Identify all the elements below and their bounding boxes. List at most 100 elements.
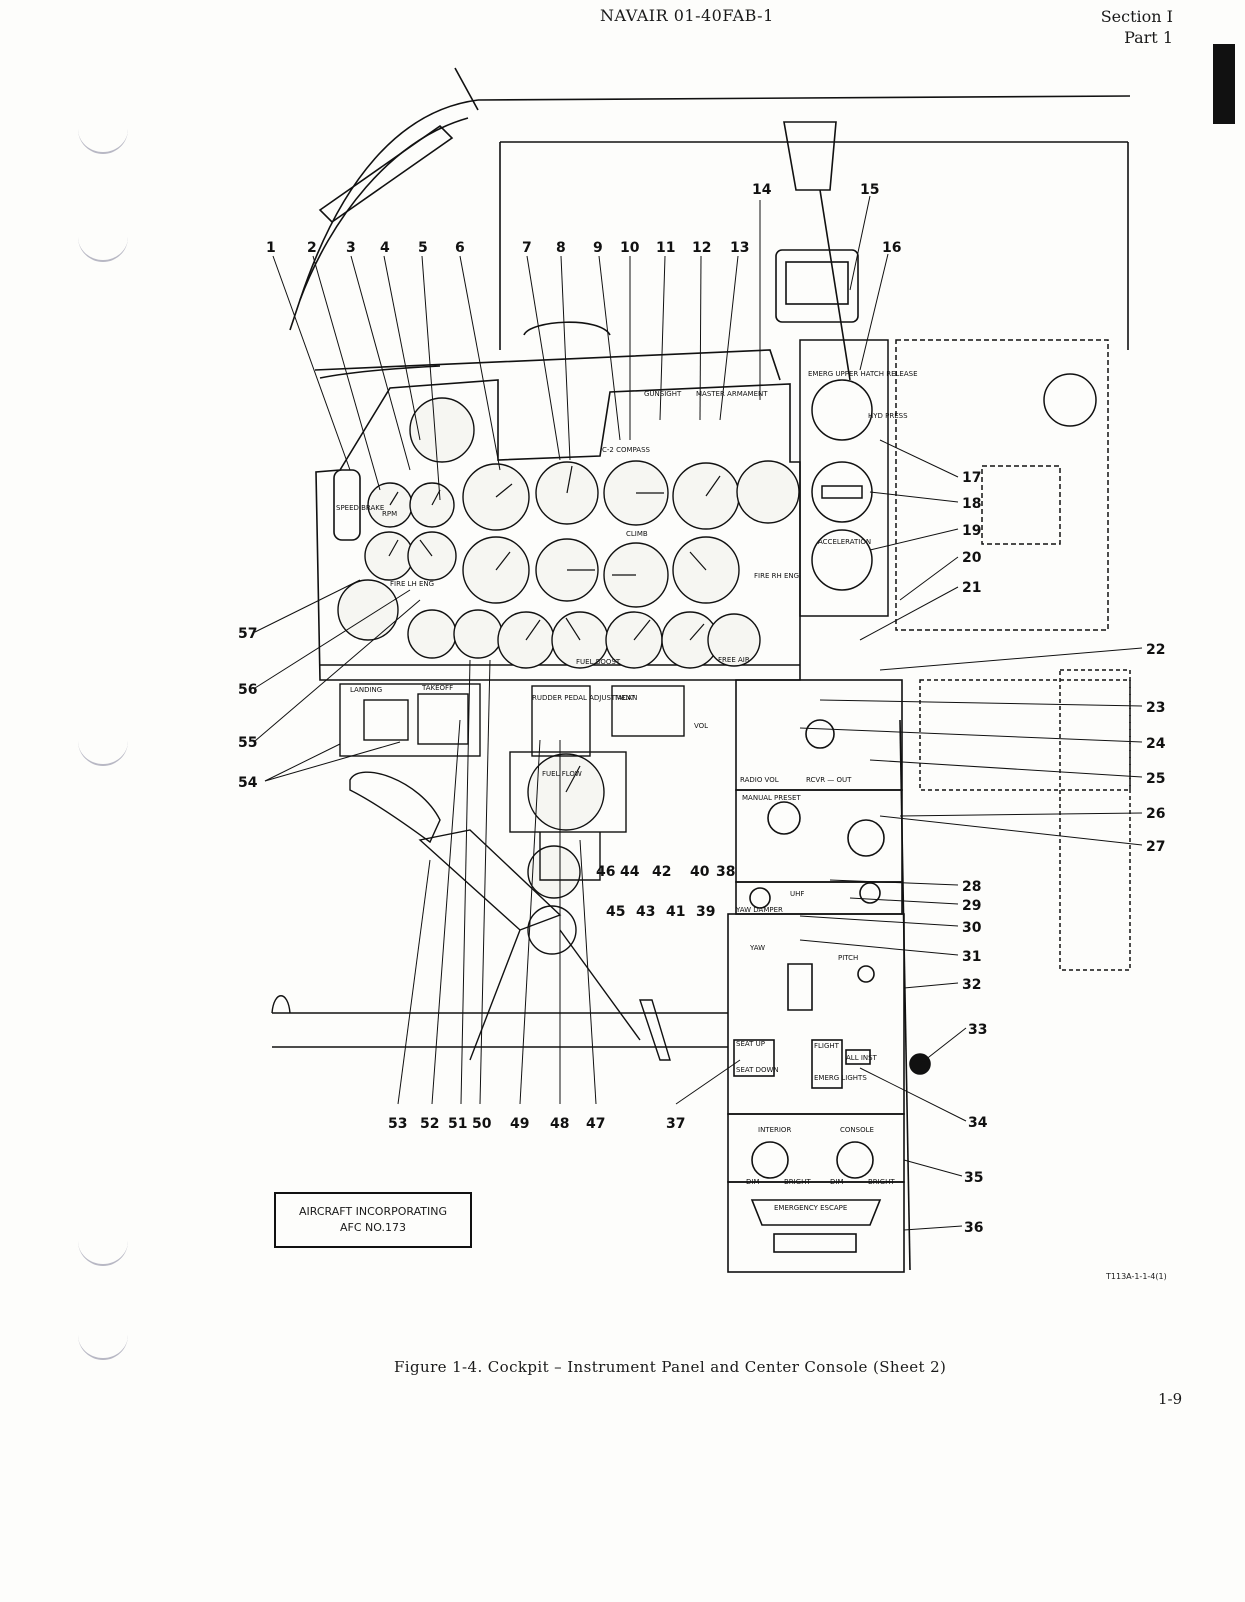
callout-41: 41 xyxy=(666,904,685,920)
landing-label: LANDING xyxy=(350,686,382,694)
callout-20: 20 xyxy=(962,550,982,566)
dim-label: DIM xyxy=(746,1178,760,1186)
gauge-needles xyxy=(388,465,721,793)
rcvr-out-label: RCVR — OUT xyxy=(806,776,852,784)
rpm-label: RPM xyxy=(382,510,397,518)
seat-up-label: SEAT UP xyxy=(736,1040,765,1048)
callout-2: 2 xyxy=(307,240,317,256)
right-side-panels xyxy=(799,339,1131,971)
main-instrument-panel xyxy=(315,379,801,681)
callout-4: 4 xyxy=(380,240,390,256)
standby-compass xyxy=(775,121,859,381)
callout-19: 19 xyxy=(962,523,981,539)
gauge-cluster xyxy=(337,397,800,899)
callout-50: 50 xyxy=(472,1116,492,1132)
callout-38: 38 xyxy=(716,864,735,880)
hatch-release-label: EMERG UPPER HATCH RELEASE xyxy=(808,370,918,378)
acceleration-label: ACCELERATION xyxy=(818,538,871,546)
tacan-label: TACAN xyxy=(613,694,637,702)
lower-panel-controls xyxy=(271,683,728,1061)
callout-15: 15 xyxy=(860,182,879,198)
callout-51: 51 xyxy=(448,1116,467,1132)
page-number: 1-9 xyxy=(1158,1390,1183,1408)
callout-52: 52 xyxy=(420,1116,439,1132)
speed-brake-label: SPEED BRAKE xyxy=(336,504,384,512)
callout-23: 23 xyxy=(1146,700,1165,716)
canopy-frame xyxy=(289,67,1131,350)
callout-49: 49 xyxy=(510,1116,529,1132)
callout-14: 14 xyxy=(752,182,772,198)
callout-12: 12 xyxy=(692,240,711,256)
seat-down-label: SEAT DOWN xyxy=(736,1066,779,1074)
callout-17: 17 xyxy=(962,470,981,486)
flight-label: FLIGHT xyxy=(814,1042,840,1050)
callout-6: 6 xyxy=(455,240,465,256)
callout-30: 30 xyxy=(962,920,982,936)
callout-3: 3 xyxy=(346,240,356,256)
part-label: Part 1 xyxy=(1124,28,1173,47)
callout-28: 28 xyxy=(962,879,981,895)
fuel-boost-label: FUEL BOOST xyxy=(576,658,621,666)
binder-hole-mark xyxy=(78,128,128,154)
binder-hole-mark xyxy=(78,740,128,766)
document-id: NAVAIR 01-40FAB-1 xyxy=(600,6,774,25)
yaw-damper-label: YAW DAMPER xyxy=(735,906,783,914)
pitch-label: PITCH xyxy=(838,954,858,962)
callout-45: 45 xyxy=(606,904,625,920)
afc-note-line2: AFC NO.173 xyxy=(340,1221,406,1234)
bright-label-2: BRIGHT xyxy=(868,1178,895,1186)
callout-48: 48 xyxy=(550,1116,569,1132)
uhf-label: UHF xyxy=(790,890,804,898)
callout-57: 57 xyxy=(238,626,257,642)
callout-37: 37 xyxy=(666,1116,685,1132)
radio-vol-label: RADIO VOL xyxy=(740,776,779,784)
fire-rh-label: FIRE RH ENG xyxy=(754,572,799,580)
callout-7: 7 xyxy=(522,240,532,256)
climb-label: CLIMB xyxy=(626,530,648,538)
callout-24: 24 xyxy=(1146,736,1166,752)
callout-34: 34 xyxy=(968,1115,988,1131)
callout-11: 11 xyxy=(656,240,675,256)
binder-hole-mark xyxy=(78,1240,128,1266)
callout-21: 21 xyxy=(962,580,981,596)
callout-42: 42 xyxy=(652,864,671,880)
console-label: CONSOLE xyxy=(840,1126,874,1134)
vol-label: VOL xyxy=(694,722,708,730)
inner-callouts: 46 44 42 40 38 45 43 41 39 xyxy=(596,864,735,920)
callout-9: 9 xyxy=(593,240,603,256)
callout-53: 53 xyxy=(388,1116,407,1132)
callout-33: 33 xyxy=(968,1022,987,1038)
afc-note-box: AIRCRAFT INCORPORATING AFC NO.173 xyxy=(274,1192,472,1248)
all-inst-label: ALL INST xyxy=(846,1054,878,1062)
bright-label: BRIGHT xyxy=(784,1178,811,1186)
illustration-reference-code: T113A-1-1-4(1) xyxy=(1106,1272,1167,1281)
rudder-pedal-label: RUDDER PEDAL ADJUSTMENT xyxy=(532,694,636,702)
fuel-flow-label: FUEL FLOW xyxy=(542,770,582,778)
callout-44: 44 xyxy=(620,864,640,880)
callout-39: 39 xyxy=(696,904,715,920)
emerg-lights-label: EMERG LIGHTS xyxy=(814,1074,867,1082)
callout-55: 55 xyxy=(238,735,257,751)
callout-13: 13 xyxy=(730,240,749,256)
binder-hole-mark xyxy=(78,1334,128,1360)
callout-35: 35 xyxy=(964,1170,983,1186)
afc-note-line1: AIRCRAFT INCORPORATING xyxy=(299,1205,447,1218)
callout-25: 25 xyxy=(1146,771,1165,787)
dim-label-2: DIM xyxy=(830,1178,844,1186)
free-air-label: FREE AIR xyxy=(718,656,750,664)
callout-54: 54 xyxy=(238,775,258,791)
section-label: Section I xyxy=(1100,7,1173,26)
callout-46: 46 xyxy=(596,864,615,880)
leader-lines xyxy=(254,195,1143,1231)
callout-10: 10 xyxy=(620,240,640,256)
panel-labels: SPEED BRAKE RPM FIRE LH ENG FIRE RH ENG … xyxy=(336,370,918,1212)
callout-29: 29 xyxy=(962,898,981,914)
fire-lh-label: FIRE LH ENG xyxy=(390,580,434,588)
compass-label: C-2 COMPASS xyxy=(602,446,651,454)
manual-label: MANUAL xyxy=(742,794,772,802)
master-armament-label: MASTER ARMAMENT xyxy=(696,390,768,398)
yaw-label: YAW xyxy=(749,944,765,952)
hyd-press-label: HYD PRESS xyxy=(868,412,908,420)
callout-36: 36 xyxy=(964,1220,983,1236)
